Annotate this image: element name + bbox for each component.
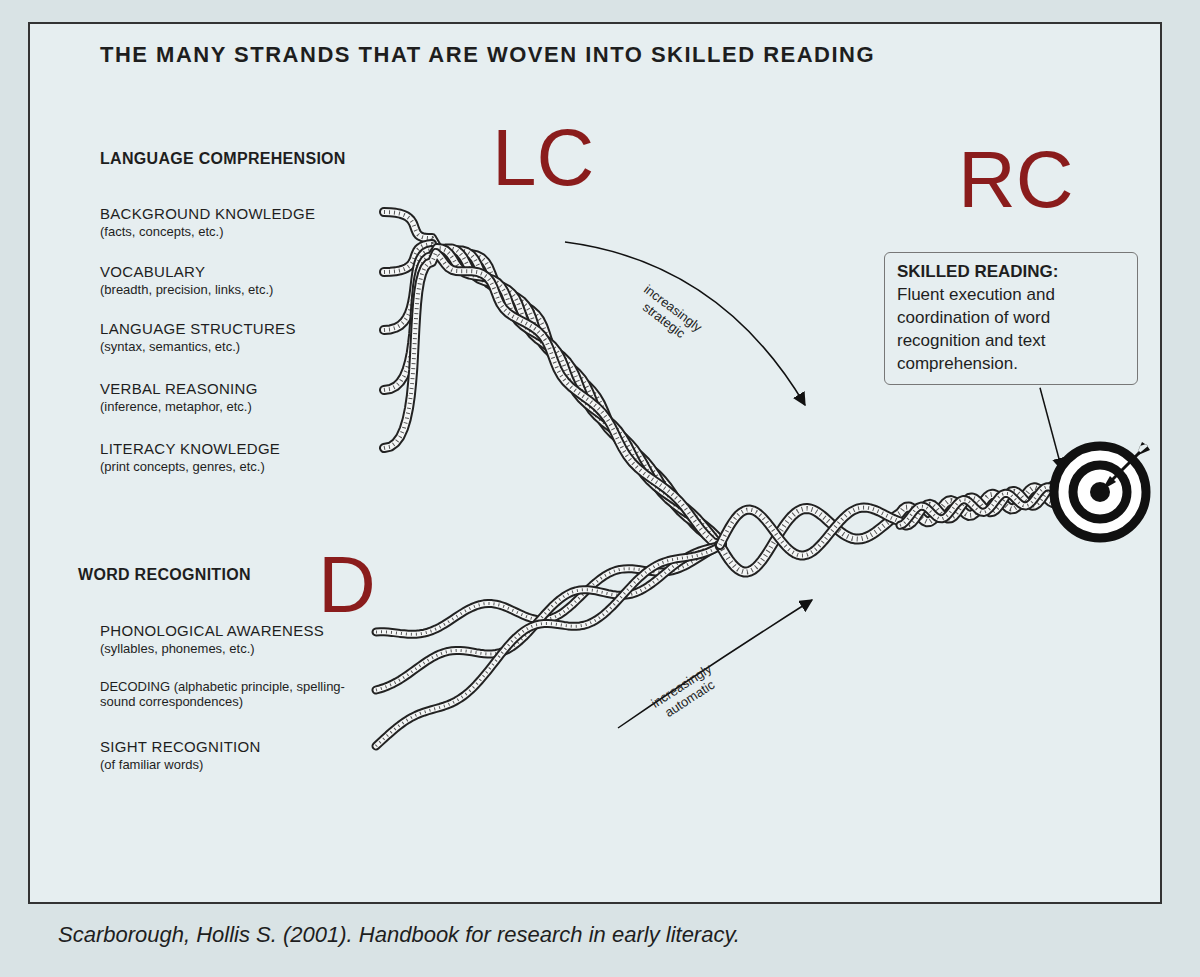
strand-name: LITERACY KNOWLEDGE [100,440,280,457]
rope-strand [384,253,722,545]
rope-strand [376,546,720,691]
rope-texture [384,248,722,545]
automatic-arrow [618,600,812,728]
rope-strand [384,253,722,545]
box-body: Fluent execution and coordination of wor… [897,284,1125,376]
rope-strand [384,248,722,545]
strand-note: (syllables, phonemes, etc.) [100,641,255,656]
strand-note: (facts, concepts, etc.) [100,224,224,239]
rope-strand [900,487,1056,526]
rope-strand [384,212,722,545]
callout-leader [1040,388,1062,470]
strand-name: PHONOLOGICAL AWARENESS [100,622,324,639]
rope-texture [384,244,722,545]
source-caption: Scarborough, Hollis S. (2001). Handbook … [58,922,740,948]
rope-strand [384,212,722,545]
rope-texture [900,487,1056,526]
rope-texture [384,253,722,545]
diagram-title: THE MANY STRANDS THAT ARE WOVEN INTO SKI… [100,42,875,68]
rope-strand [384,248,722,545]
rope-texture [384,248,722,545]
strand-note: (print concepts, genres, etc.) [100,459,265,474]
group-heading: WORD RECOGNITION [78,566,251,584]
strand-note: (breadth, precision, links, etc.) [100,282,273,297]
rope-texture [720,485,1056,556]
strand-name: SIGHT RECOGNITION [100,738,261,755]
rope-strand [384,248,722,545]
callout-box: SKILLED READING:Fluent execution and coo… [884,252,1138,385]
rope-strand [376,546,720,691]
strand-name: VOCABULARY [100,263,205,280]
rope-strand [384,248,722,545]
strand-name: LANGUAGE STRUCTURES [100,320,296,337]
group-letter: D [318,545,376,625]
group-heading: LANGUAGE COMPREHENSION [100,150,346,168]
box-heading: SKILLED READING: [897,261,1125,284]
rope-strand [720,485,1056,556]
target [1054,442,1150,538]
strand-name: VERBAL REASONING [100,380,258,397]
rope-strand [900,487,1056,526]
group-letter: LC [492,118,594,198]
strand-note: (of familiar words) [100,757,203,772]
rope-texture [384,212,722,545]
group-letter: RC [958,140,1074,220]
strand-name: DECODING (alphabetic principle, spelling… [100,679,350,709]
strand-name: BACKGROUND KNOWLEDGE [100,205,315,222]
rope-strand [384,244,722,545]
rope-strand [720,485,1056,556]
rope-strand [384,244,722,545]
strand-note: (syntax, semantics, etc.) [100,339,240,354]
strand-note: (inference, metaphor, etc.) [100,399,252,414]
strategic-arrow [565,242,805,405]
rope-texture [376,546,720,691]
